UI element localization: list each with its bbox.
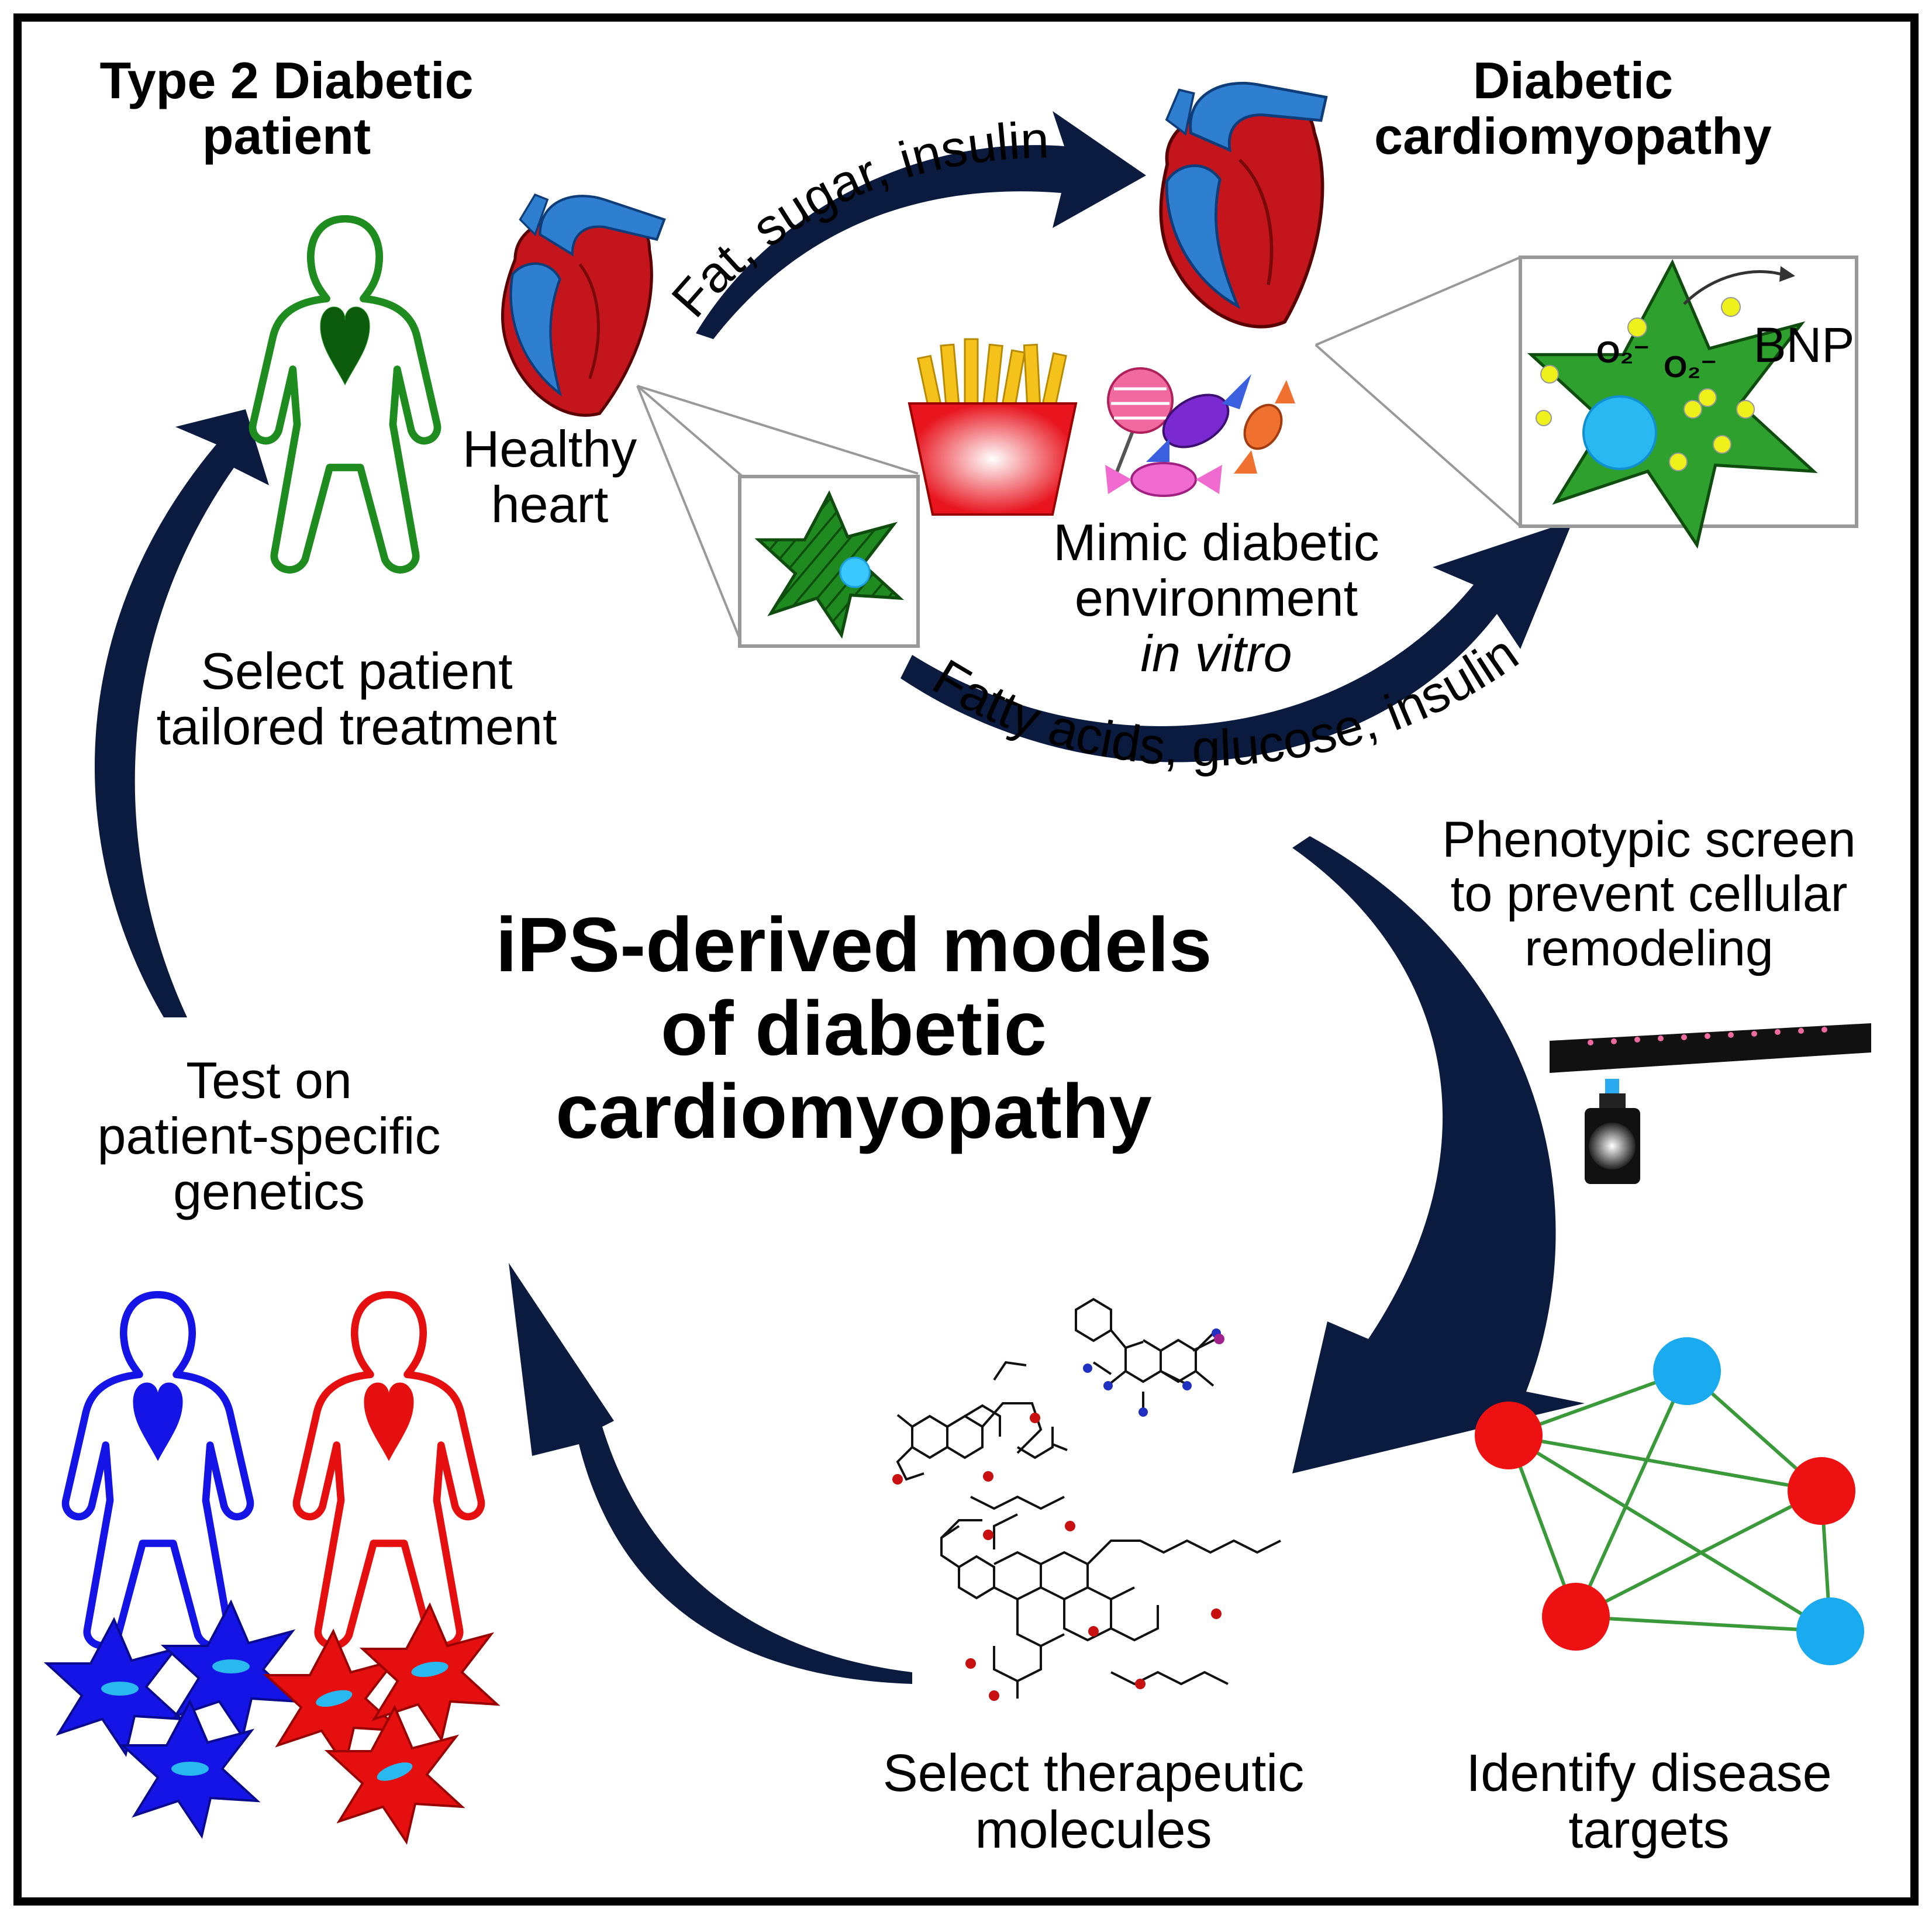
arrow-to-molecules: [1292, 836, 1585, 1473]
outer-frame: [13, 13, 1919, 1906]
diabetic-heart-icon: [1143, 70, 1357, 339]
patient-figure-icon-red: [296, 1295, 481, 1645]
molecule-icon: [892, 1297, 1281, 1701]
ros-label-1: O₂⁻: [1596, 336, 1650, 370]
french-fries-icon: [908, 338, 1078, 516]
ros-label-2: O₂⁻: [1664, 350, 1717, 384]
patient-figure-icon-blue: [65, 1295, 250, 1645]
arrow-mimic-environment: [901, 520, 1573, 762]
microscope-plate-icon: [1550, 1023, 1871, 1184]
cardiomyocyte-icon-healthy: [758, 494, 900, 636]
arrow-fat-sugar-insulin: [696, 111, 1146, 339]
candy-icon: [1105, 367, 1295, 497]
bnp-label: BNP: [1753, 317, 1855, 372]
zoom-lines-healthy: [636, 385, 919, 647]
red-cardiomyocytes-icon: [265, 1604, 498, 1843]
network-icon: [1475, 1337, 1864, 1665]
arrow-to-patient: [94, 409, 269, 1017]
patient-figure-icon-green: [253, 219, 437, 570]
blue-cardiomyocytes-icon: [46, 1601, 299, 1837]
healthy-heart-icon: [502, 195, 664, 415]
arrow-to-patients: [509, 1263, 912, 1684]
bnp-secretion-arrow: [1683, 270, 1784, 305]
zoom-lines-diabetic: [1315, 256, 1522, 527]
